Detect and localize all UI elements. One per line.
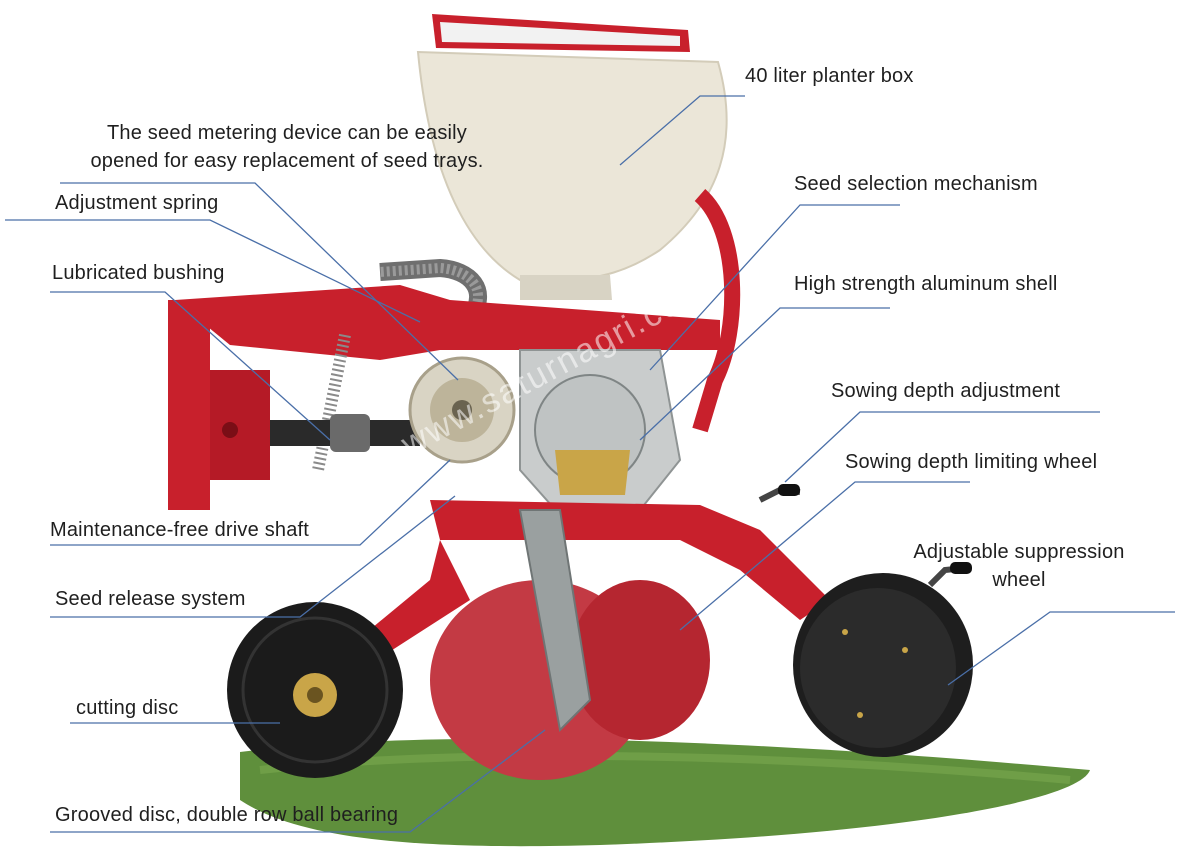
label-suppression-line-1: Adjustable suppression [913,541,1125,563]
label-depth-adjustment: Sowing depth adjustment [831,380,1061,402]
hopper-box [416,50,728,281]
label-lubricated-bushing: Lubricated bushing [52,262,225,284]
label-suppression-wheel: Adjustable suppression wheel [888,538,1150,594]
label-grooved-disc: Grooved disc, double row ball bearing [55,804,399,826]
label-drive-shaft: Maintenance-free drive shaft [50,519,310,541]
main-frame [175,285,720,360]
label-adjustment-spring: Adjustment spring [55,192,219,214]
label-planter-box: 40 liter planter box [745,65,914,87]
label-cutting-disc: cutting disc [76,697,179,719]
label-aluminum-shell: High strength aluminum shell [794,273,1058,295]
label-suppression-line-2: wheel [992,569,1046,591]
label-depth-wheel: Sowing depth limiting wheel [845,451,1098,473]
label-metering-line-1: The seed metering device can be easily [106,122,468,144]
leader-lines [5,95,1175,833]
label-metering-device: The seed metering device can be easily o… [52,119,522,175]
label-seed-selection: Seed selection mechanism [794,173,1038,195]
label-seed-release: Seed release system [55,588,246,610]
label-metering-line-2: opened for easy replacement of seed tray… [90,150,484,172]
